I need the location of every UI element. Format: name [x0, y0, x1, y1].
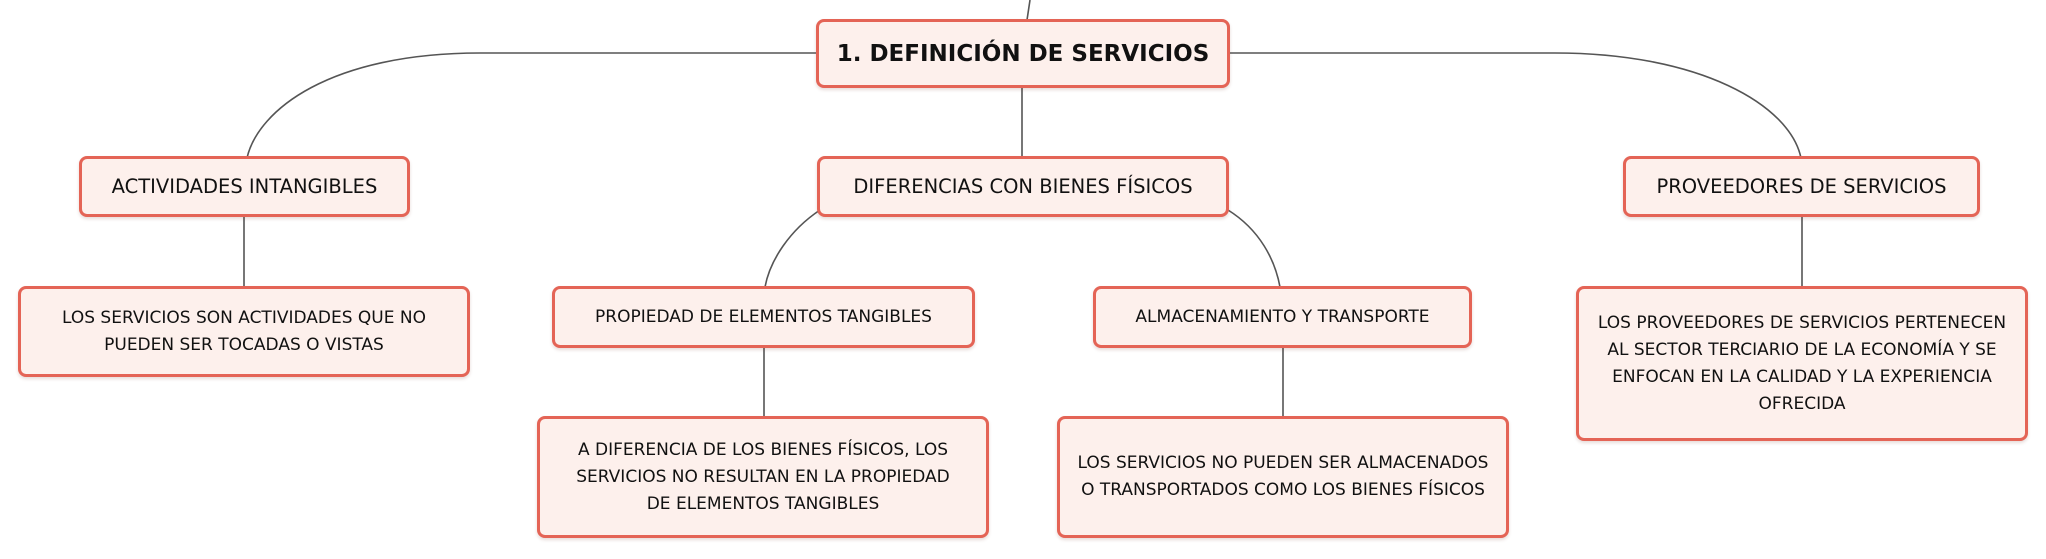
node-detail-text: A DIFERENCIA DE LOS BIENES FÍSICOS, LOS … [576, 439, 950, 514]
root-node-label: 1. DEFINICIÓN DE SERVICIOS [836, 40, 1210, 67]
connector-root-intangibles [246, 52, 819, 159]
node-label: DIFERENCIAS CON BIENES FÍSICOS [853, 175, 1193, 198]
connector-diferencias-propiedad [764, 209, 821, 288]
node-propiedad-elementos-tangibles[interactable]: PROPIEDAD DE ELEMENTOS TANGIBLES [552, 286, 975, 348]
node-detail-proveedores[interactable]: LOS PROVEEDORES DE SERVICIOS PERTENECEN … [1576, 286, 2028, 441]
node-proveedores-servicios[interactable]: PROVEEDORES DE SERVICIOS [1623, 156, 1980, 217]
node-detail-text: LOS SERVICIOS SON ACTIVIDADES QUE NO PUE… [61, 307, 426, 355]
node-detail-almacenamiento[interactable]: LOS SERVICIOS NO PUEDEN SER ALMACENADOS … [1057, 416, 1509, 538]
node-almacenamiento-transporte[interactable]: ALMACENAMIENTO Y TRANSPORTE [1093, 286, 1472, 348]
connector-parent-root [1026, 0, 1031, 21]
node-detail-intangibles[interactable]: LOS SERVICIOS SON ACTIVIDADES QUE NO PUE… [18, 286, 470, 377]
connector-root-proveedores [1228, 52, 1802, 159]
node-label: ACTIVIDADES INTANGIBLES [111, 175, 378, 198]
connector-diferencias-almacenamiento [1227, 209, 1281, 288]
root-node-definicion-servicios[interactable]: 1. DEFINICIÓN DE SERVICIOS [816, 19, 1230, 88]
node-label: ALMACENAMIENTO Y TRANSPORTE [1135, 307, 1430, 327]
node-detail-propiedad[interactable]: A DIFERENCIA DE LOS BIENES FÍSICOS, LOS … [537, 416, 989, 538]
node-actividades-intangibles[interactable]: ACTIVIDADES INTANGIBLES [79, 156, 410, 217]
node-label: PROVEEDORES DE SERVICIOS [1656, 175, 1947, 198]
node-detail-text: LOS PROVEEDORES DE SERVICIOS PERTENECEN … [1597, 312, 2007, 414]
node-label: PROPIEDAD DE ELEMENTOS TANGIBLES [595, 307, 932, 327]
node-diferencias-bienes-fisicos[interactable]: DIFERENCIAS CON BIENES FÍSICOS [817, 156, 1229, 217]
node-detail-text: LOS SERVICIOS NO PUEDEN SER ALMACENADOS … [1077, 453, 1489, 500]
